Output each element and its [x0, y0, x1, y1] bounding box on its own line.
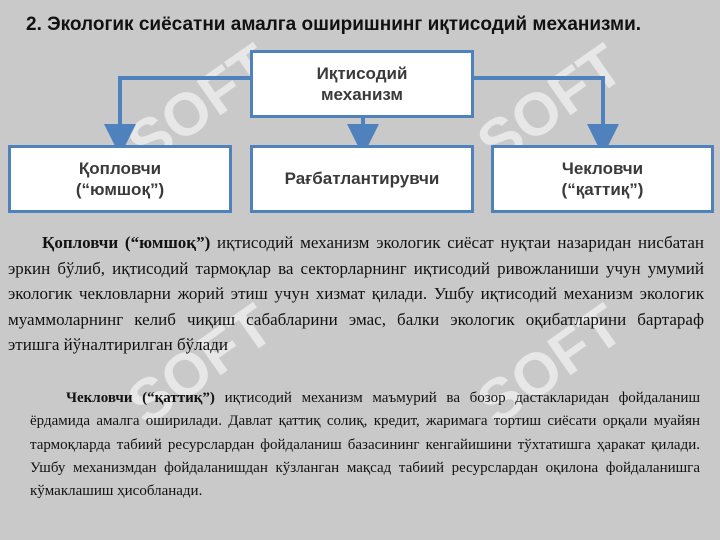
paragraph-restrictive: Чекловчи (“қаттиқ”) иқтисодий механизм м…: [30, 387, 700, 503]
diagram-box-compensating: Қопловчи (“юмшоқ”): [8, 145, 232, 213]
paragraph-lead: Қопловчи (“юмшоқ”): [42, 233, 211, 252]
diagram-box-incentive: Рағбатлантирувчи: [250, 145, 474, 213]
paragraph-lead: Чекловчи (“қаттиқ”): [66, 390, 215, 406]
diagram-box-restrictive: Чекловчи (“қаттиқ”): [491, 145, 714, 213]
diagram-box-economic-mechanism: Иқтисодий механизм: [250, 50, 474, 118]
page-title: 2. Экологик сиёсатни амалга оширишнинг и…: [26, 14, 642, 35]
connector-right: [474, 76, 619, 156]
paragraph-compensating: Қопловчи (“юмшоқ”) иқтисодий механизм эк…: [8, 230, 704, 358]
paragraph-text: иқтисодий механизм экологик сиёсат нуқта…: [8, 233, 704, 354]
connector-left: [104, 76, 252, 156]
paragraph-text: иқтисодий механизм маъмурий ва бозор дас…: [30, 390, 700, 499]
